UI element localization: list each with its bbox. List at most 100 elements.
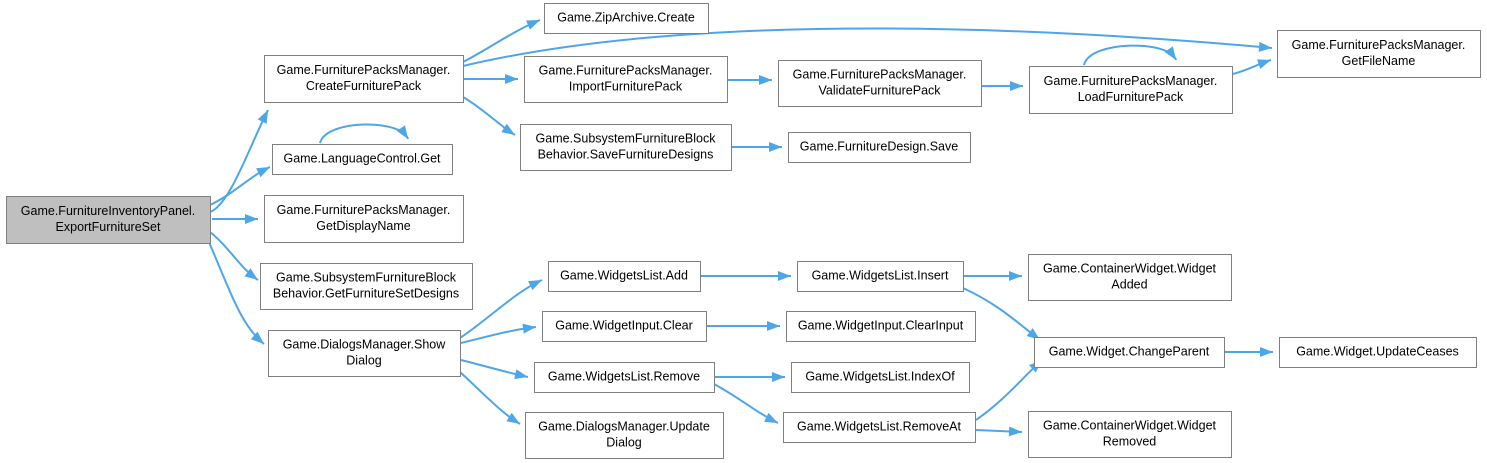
edge-export-to-getdisplayname [212, 214, 258, 224]
node-label: Added [1111, 277, 1147, 291]
graph-node-getsetdesigns[interactable]: Game.SubsystemFurnitureBlockBehavior.Get… [260, 263, 473, 310]
graph-node-widgetsadd[interactable]: Game.WidgetsList.Add [548, 261, 701, 292]
node-label: Game.LanguageControl.Get [283, 151, 441, 165]
edge-arrowhead [522, 323, 536, 334]
edge-arrowhead [257, 110, 268, 124]
edge-export-to-langget [209, 166, 271, 206]
node-box[interactable] [788, 132, 971, 163]
graph-node-savedesigns[interactable]: Game.SubsystemFurnitureBlockBehavior.Sav… [520, 124, 732, 171]
graph-node-importpack[interactable]: Game.FurniturePacksManager.ImportFurnitu… [524, 56, 728, 103]
node-box[interactable] [260, 263, 473, 310]
edges-layer [207, 19, 1273, 437]
node-box[interactable] [1279, 337, 1477, 368]
node-box[interactable] [783, 412, 976, 443]
node-box[interactable] [791, 362, 970, 393]
graph-node-getdisplayname[interactable]: Game.FurniturePacksManager. GetDisplayNam… [264, 195, 464, 243]
node-label: Game.FurnitureInventoryPanel. [21, 204, 195, 218]
edge-line [207, 239, 265, 345]
graph-node-changeparent[interactable]: Game.Widget.ChangeParent [1034, 337, 1225, 368]
graph-node-validatepack[interactable]: Game.FurniturePacksManager.ValidateFurni… [778, 60, 982, 107]
edge-removeat-to-widgetremoved [975, 426, 1023, 437]
graph-node-indexof[interactable]: Game.WidgetsList.IndexOf [791, 362, 970, 393]
node-box[interactable] [548, 261, 701, 292]
node-box[interactable] [6, 196, 211, 244]
node-label: Game.FurniturePacksManager. [1044, 74, 1218, 88]
edge-line [209, 109, 269, 213]
node-box[interactable] [264, 195, 464, 243]
edge-widgetsremove-to-removeat [713, 383, 779, 424]
edge-savedesigns-to-furnituredesignsave [732, 142, 782, 152]
node-box[interactable] [524, 56, 728, 103]
edge-arrowhead [1257, 59, 1271, 69]
node-label: Removed [1103, 434, 1157, 448]
node-box[interactable] [1028, 411, 1232, 458]
edge-arrowhead [1164, 46, 1176, 60]
graph-node-furnituredesignsave[interactable]: Game.FurnitureDesign.Save [788, 132, 971, 163]
edge-arrowhead [506, 412, 520, 424]
edge-createpack-to-getfilename [462, 27, 1273, 67]
node-label: Game.WidgetsList.Add [560, 268, 688, 282]
graph-node-export[interactable]: Game.FurnitureInventoryPanel. ExportFurni… [6, 196, 211, 244]
graph-node-widgetsinsert[interactable]: Game.WidgetsList.Insert [797, 261, 964, 292]
node-label: ImportFurniturePack [569, 79, 683, 93]
edge-line [462, 27, 1273, 67]
edge-arrowhead [505, 74, 518, 84]
node-label: Game.DialogsManager.Show [283, 337, 447, 351]
graph-node-loadpack[interactable]: Game.FurniturePacksManager. LoadFurniture… [1029, 66, 1233, 114]
graph-node-langget[interactable]: Game.LanguageControl.Get [272, 144, 453, 175]
edge-arrowhead [396, 125, 408, 139]
graph-node-widgetsremove[interactable]: Game.WidgetsList.Remove [534, 362, 715, 393]
edge-arrowhead [526, 20, 540, 30]
edge-widgetinputclear-to-clearinput [707, 321, 780, 331]
edge-line [462, 19, 541, 63]
edge-langget-to-langget [319, 123, 409, 144]
node-box[interactable] [525, 412, 724, 459]
node-box[interactable] [1029, 66, 1233, 114]
node-box[interactable] [268, 330, 461, 377]
graph-node-updateceases[interactable]: Game.Widget.UpdateCeases [1279, 337, 1477, 368]
node-box[interactable] [544, 3, 709, 34]
node-box[interactable] [797, 261, 964, 292]
node-label: Game.SubsystemFurnitureBlock [276, 270, 457, 284]
node-box[interactable] [272, 144, 453, 175]
edge-arrowhead [1008, 426, 1022, 437]
node-label: ExportFurnitureSet [56, 220, 161, 234]
node-box[interactable] [534, 362, 715, 393]
node-box[interactable] [264, 55, 464, 103]
node-box[interactable] [520, 124, 732, 171]
node-box[interactable] [542, 311, 707, 342]
edge-export-to-getsetdesigns [209, 231, 259, 281]
node-label: Game.FurniturePacksManager. [793, 67, 967, 81]
node-label: Game.ContainerWidget.Widget [1043, 261, 1217, 275]
node-label: LoadFurniturePack [1078, 90, 1184, 104]
edge-arrowhead [769, 142, 782, 152]
node-box[interactable] [1277, 30, 1481, 78]
edge-arrowhead [772, 372, 785, 382]
node-box[interactable] [786, 311, 976, 342]
node-label: GetFileName [1342, 54, 1416, 68]
graph-node-getfilename[interactable]: Game.FurniturePacksManager.GetFileName [1277, 30, 1481, 78]
node-label: Behavior.GetFurnitureSetDesigns [273, 286, 459, 300]
node-label: Game.Widget.UpdateCeases [1296, 344, 1459, 358]
edge-createpack-to-importpack [464, 74, 518, 84]
graph-node-clearinput[interactable]: Game.WidgetInput.ClearInput [786, 311, 976, 342]
graph-node-zipcreate[interactable]: Game.ZipArchive.Create [544, 3, 709, 34]
graph-node-createpack[interactable]: Game.FurniturePacksManager.CreateFurnitu… [264, 55, 464, 103]
graph-node-widgetinputclear[interactable]: Game.WidgetInput.Clear [542, 311, 707, 342]
edge-importpack-to-validatepack [728, 75, 772, 85]
node-label: Game.WidgetsList.IndexOf [805, 369, 955, 383]
node-box[interactable] [1034, 337, 1225, 368]
node-box[interactable] [778, 60, 982, 107]
node-label: Game.FurniturePacksManager. [277, 63, 451, 77]
graph-node-removeat[interactable]: Game.WidgetsList.RemoveAt [783, 412, 976, 443]
node-label: Game.FurniturePacksManager. [277, 203, 451, 217]
node-box[interactable] [1028, 254, 1232, 301]
edge-line [1083, 44, 1177, 66]
edge-line [319, 123, 409, 144]
edge-export-to-createpack [209, 109, 269, 213]
node-label: GetDisplayName [316, 219, 411, 233]
